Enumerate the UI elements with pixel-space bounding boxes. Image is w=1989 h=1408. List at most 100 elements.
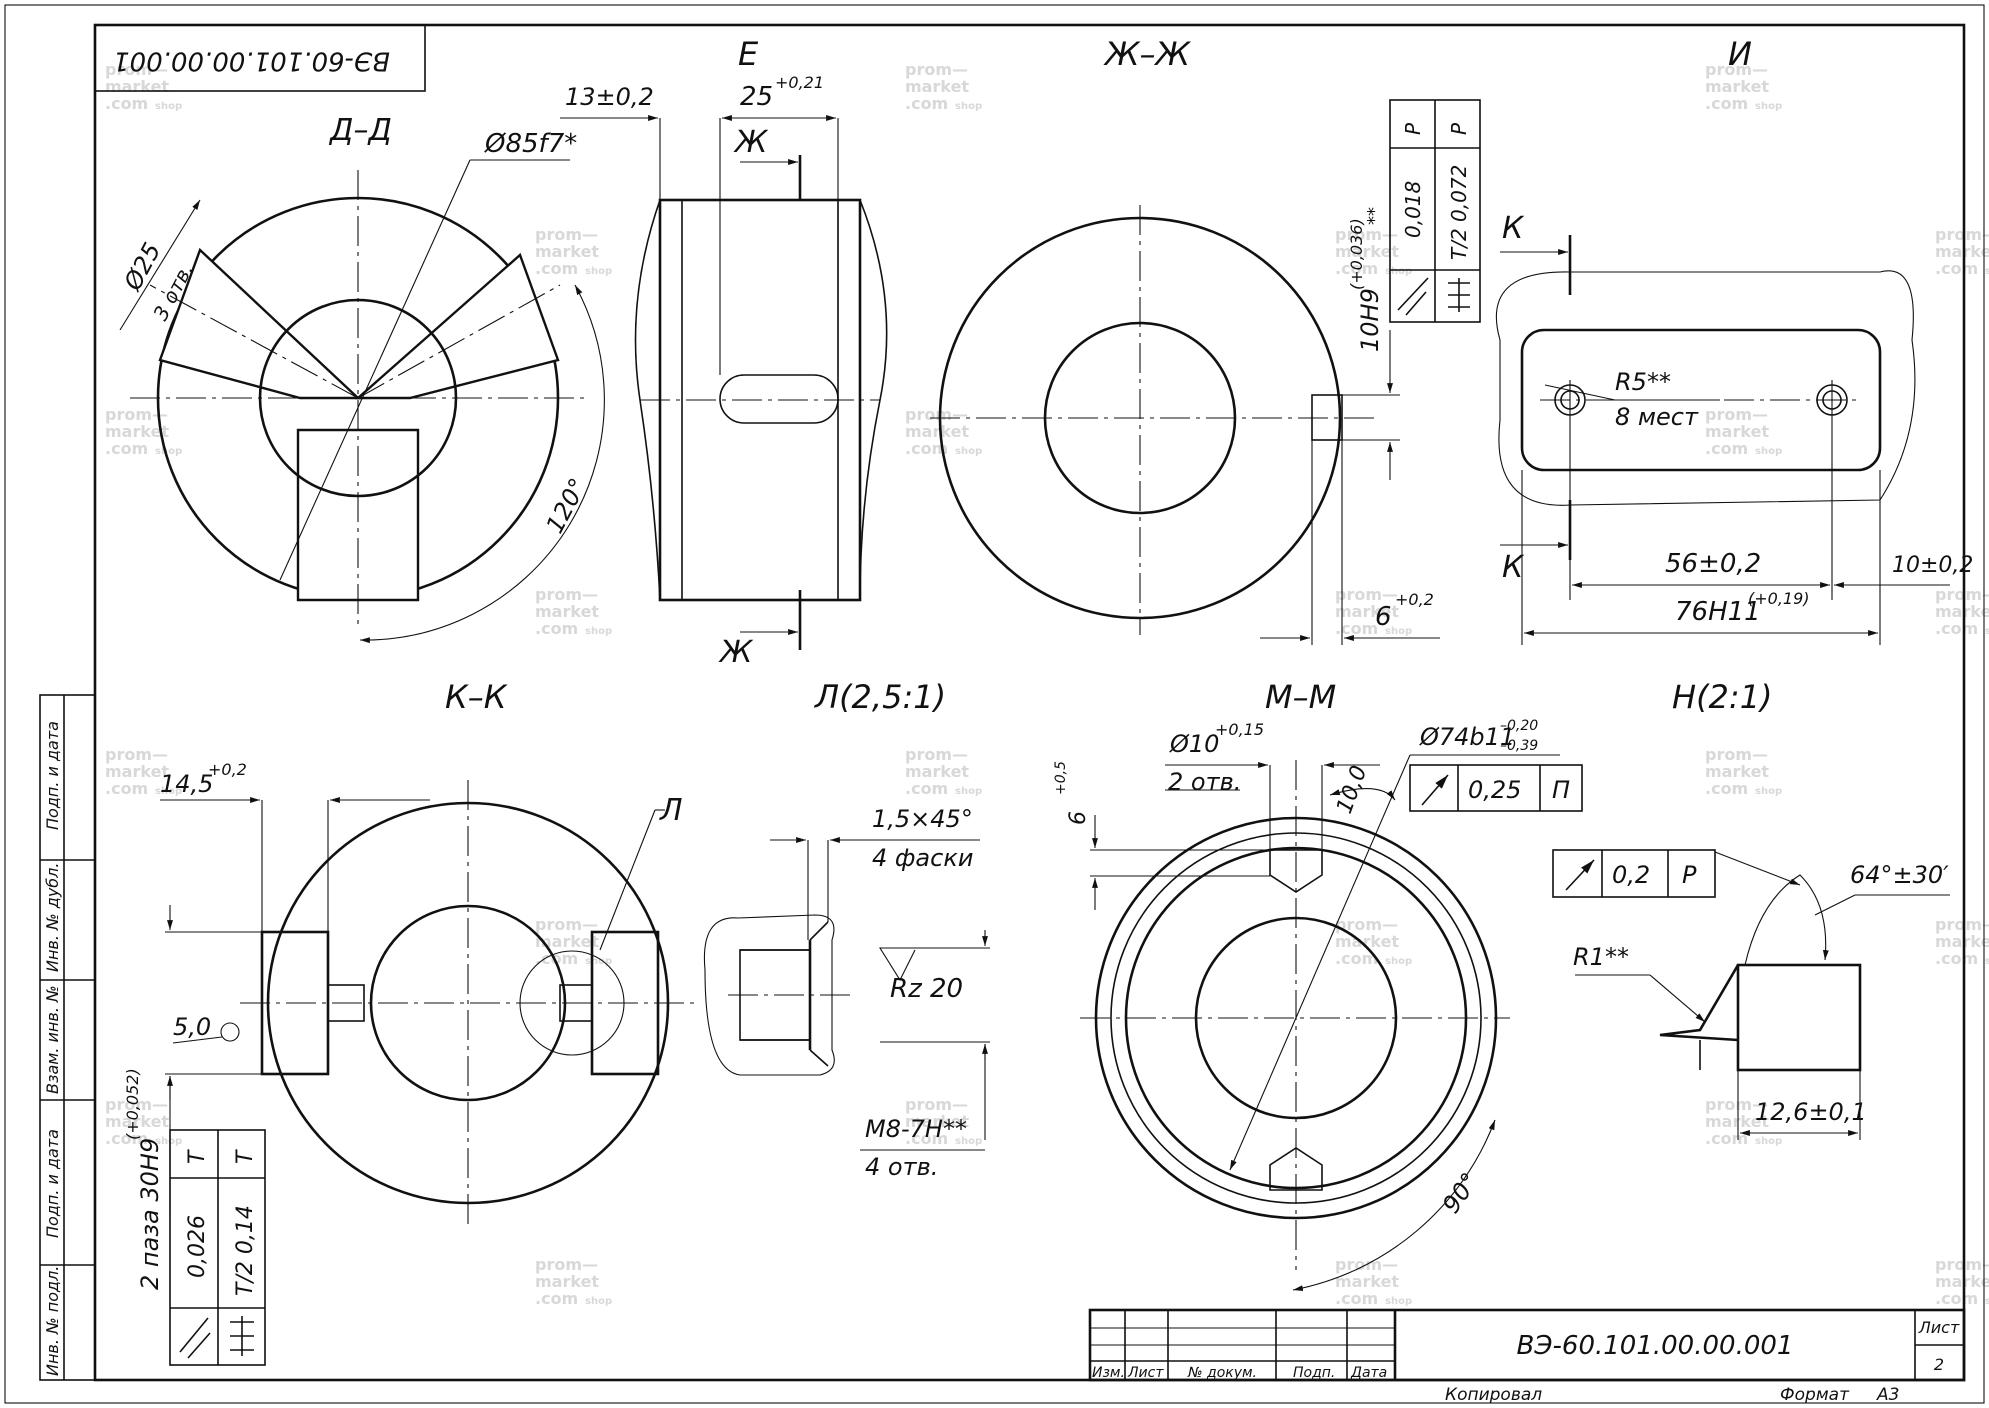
watermark-text: .com — [1335, 1289, 1378, 1308]
watermark-shop: shop — [155, 1136, 182, 1147]
watermark-text: .com — [535, 259, 578, 278]
watermark-text: .com — [1935, 1289, 1978, 1308]
zhzh-dim6: 6 — [1375, 602, 1392, 632]
watermark-text: .com — [535, 949, 578, 968]
mm-runout-base: П — [1552, 776, 1570, 804]
watermark-shop: shop — [955, 446, 982, 457]
watermark-text: prom— — [1335, 915, 1398, 934]
i-cut-mark-top: К — [1502, 211, 1525, 246]
view-e: Е Ж Ж 13±0,2 25 +0,21 — [560, 35, 888, 670]
doc-number: ВЭ-60.101.00.00.001 — [1517, 1331, 1794, 1361]
watermark-text: .com — [905, 94, 948, 113]
watermark-text: .com — [1705, 439, 1748, 458]
e-cut-mark-top: Ж — [733, 125, 769, 160]
watermark-text: prom— — [1705, 1095, 1768, 1114]
watermark-shop: shop — [1755, 1136, 1782, 1147]
watermark-shop: shop — [1985, 266, 1989, 277]
mm-d6-tol: +0,5 — [1053, 761, 1069, 795]
i-places-label: 8 мест — [1615, 403, 1699, 431]
side-stamp: Подп. и дата Инв. № дубл. Взам. инв. № П… — [39, 694, 96, 1381]
watermark-text: market — [535, 1272, 599, 1291]
watermark-text: market — [905, 77, 969, 96]
watermark-text: .com — [105, 439, 148, 458]
i-r5-label: R5** — [1615, 368, 1671, 396]
watermark-text: prom— — [1935, 1255, 1989, 1274]
watermark-text: prom— — [105, 745, 168, 764]
mirrored-doc-number: ВЭ-60.101.00.00.001 — [113, 46, 390, 76]
mm-runout: 0,25 — [1468, 776, 1521, 804]
l-thread-count: 4 отв. — [865, 1153, 938, 1181]
kk-d145: 14,5 — [160, 770, 213, 798]
kk-tol-r1-c3: Т — [185, 1149, 210, 1164]
watermark-text: .com — [105, 779, 148, 798]
format-label: Формат — [1780, 1385, 1850, 1405]
watermark-text: market — [1935, 932, 1989, 951]
watermark-text: market — [1705, 77, 1769, 96]
watermark-text: market — [1705, 1112, 1769, 1131]
watermark-shop: shop — [1385, 956, 1412, 967]
n-runout: 0,2 — [1612, 861, 1650, 889]
view-mm-title: М–М — [1265, 678, 1336, 716]
watermark-text: prom— — [105, 60, 168, 79]
i-cut-mark-bottom: К — [1502, 550, 1525, 585]
watermark-text: prom— — [1935, 915, 1989, 934]
watermark-text: market — [1335, 602, 1399, 621]
watermark-text: .com — [905, 779, 948, 798]
watermark-text: .com — [535, 1289, 578, 1308]
watermark-text: prom— — [105, 1095, 168, 1114]
watermark-text: market — [1705, 422, 1769, 441]
view-n-title: Н(2:1) — [1672, 678, 1773, 716]
watermark-text: market — [1935, 602, 1989, 621]
watermark-text: .com — [105, 94, 148, 113]
watermark-shop: shop — [1985, 956, 1989, 967]
e-cut-mark-bottom: Ж — [718, 635, 754, 670]
view-dd: Д–Д Ø85f7* Ø25 3 отв. 120° — [118, 113, 605, 644]
kk-d5: 5,0 — [173, 1013, 211, 1041]
mm-holes: 2 отв. — [1168, 768, 1241, 796]
watermark-text: market — [105, 762, 169, 781]
watermark-shop: shop — [585, 626, 612, 637]
watermark-text: prom— — [905, 60, 968, 79]
view-e-title: Е — [738, 35, 759, 73]
kk-slot-tol: (+0,052) — [123, 1068, 142, 1140]
watermark-shop: shop — [955, 1136, 982, 1147]
mm-d10: Ø10 — [1169, 730, 1219, 758]
watermark-text: prom— — [535, 225, 598, 244]
col-podp: Подп. — [1293, 1365, 1335, 1381]
watermark-text: market — [105, 1112, 169, 1131]
l-thread: M8-7H** — [865, 1115, 967, 1143]
watermark-text: .com — [1935, 949, 1978, 968]
l-chamfer-count: 4 фаски — [872, 844, 973, 872]
kk-tol-r2-c2: Т/2 0,14 — [233, 1205, 258, 1296]
kk-d145-tol: +0,2 — [208, 760, 247, 779]
watermark-text: prom— — [1335, 585, 1398, 604]
watermark-text: .com — [1705, 94, 1748, 113]
watermark-shop: shop — [1755, 786, 1782, 797]
zhzh-tol-r2-c3: Р — [1447, 122, 1471, 135]
i-d56: 56±0,2 — [1665, 549, 1761, 579]
stamp-podp-data-1: Подп. и дата — [43, 721, 62, 830]
watermark-text: market — [1935, 1272, 1989, 1291]
watermark-shop: shop — [1385, 1296, 1412, 1307]
title-block: Изм. Лист № докум. Подп. Дата ВЭ-60.101.… — [1088, 1308, 1966, 1405]
watermark-text: .com — [1705, 1129, 1748, 1148]
dd-angle-label: 120° — [541, 474, 593, 538]
n-runout-base: Р — [1682, 861, 1697, 889]
watermark-text: prom— — [1935, 585, 1989, 604]
view-zhzh-title: Ж–Ж — [1103, 35, 1191, 73]
watermark-shop: shop — [155, 786, 182, 797]
watermark-shop: shop — [585, 266, 612, 277]
watermark-text: .com — [905, 439, 948, 458]
watermark-text: .com — [1335, 259, 1378, 278]
mm-d10-tol: +0,15 — [1215, 720, 1264, 739]
zhzh-dim6-tol: +0,2 — [1395, 590, 1434, 609]
watermark-text: prom— — [535, 915, 598, 934]
watermark-text: market — [535, 932, 599, 951]
watermark-text: market — [905, 762, 969, 781]
view-i-title: И — [1728, 35, 1752, 73]
zhzh-key-tol: (+0,036) — [1347, 218, 1366, 290]
view-i: И К К R5** 8 мест 56±0,2 76H11 (+0,19) 1… — [1495, 35, 1973, 645]
l-rz: Rz 20 — [890, 974, 963, 1004]
watermark-shop: shop — [585, 956, 612, 967]
